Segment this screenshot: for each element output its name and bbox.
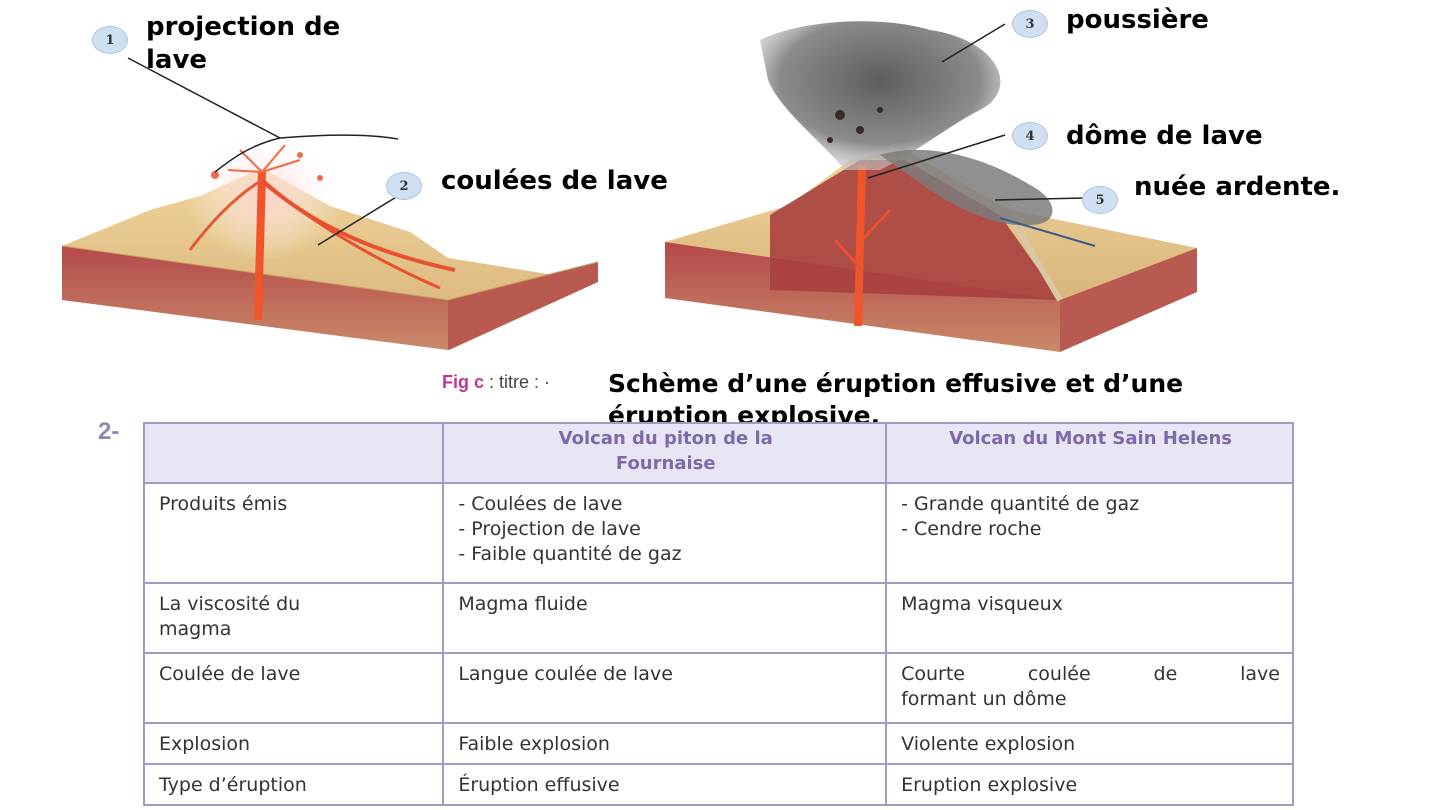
callout-badge-2: 2: [386, 172, 422, 200]
header-cell-piton-fournaise: Volcan du piton de la Fournaise: [442, 422, 888, 484]
figure-number: Fig c: [442, 372, 485, 392]
label-dome-de-lave: dôme de lave: [1066, 121, 1263, 151]
leader-lines: [127, 23, 1086, 246]
cell-saint-helens: Eruption explosive: [885, 763, 1294, 806]
cell-line: - Cendre roche: [901, 518, 1042, 540]
table-row: La viscosité du magma Magma fluide Magma…: [142, 582, 1294, 654]
cell-line: formant un dôme: [901, 688, 1067, 710]
cell-line: magma: [159, 618, 232, 640]
callout-badge-1: 1: [92, 26, 128, 54]
table-row: Explosion Faible explosion Violente expl…: [142, 722, 1294, 765]
section-number: 2-: [98, 418, 120, 445]
header-cell-empty: [142, 422, 445, 484]
cell-line: Courte coulée de lave: [901, 663, 1280, 685]
row-label: La viscosité du magma: [142, 582, 445, 654]
cell-fournaise: Magma fluide: [442, 582, 888, 654]
cell-fournaise: - Coulées de lave - Projection de lave -…: [442, 482, 888, 584]
label-line: lave: [146, 45, 208, 75]
header-line: Fournaise: [615, 453, 716, 474]
row-label: Coulée de lave: [142, 652, 445, 724]
cell-line: - Grande quantité de gaz: [901, 493, 1140, 515]
label-poussiere: poussière: [1066, 5, 1209, 35]
comparison-table: Volcan du piton de la Fournaise Volcan d…: [142, 422, 1294, 806]
cell-line: - Faible quantité de gaz: [458, 543, 682, 565]
volcano-diagram: [61, 21, 1197, 352]
label-projection-de-lave: projection de lave: [146, 11, 340, 77]
label-coulees-de-lave: coulées de lave: [441, 166, 668, 196]
cell-line: La viscosité du: [159, 593, 301, 615]
table-row: Type d’éruption Éruption effusive Erupti…: [142, 763, 1294, 806]
header-line: Volcan du piton de la: [558, 428, 773, 449]
row-label: Explosion: [142, 722, 445, 765]
callout-badge-3: 3: [1012, 10, 1048, 38]
callout-badge-4: 4: [1012, 122, 1048, 150]
row-label: Produits émis: [142, 482, 445, 584]
cell-saint-helens: - Grande quantité de gaz - Cendre roche: [885, 482, 1294, 584]
row-label: Type d’éruption: [142, 763, 445, 806]
cell-line: - Coulées de lave: [458, 493, 623, 515]
effusive-volcano-block: [61, 130, 599, 350]
cell-saint-helens: Courte coulée de lave formant un dôme: [885, 652, 1294, 724]
cell-fournaise: Faible explosion: [442, 722, 888, 765]
caption-prefix-text: : titre : ·: [484, 372, 551, 392]
table-header-row: Volcan du piton de la Fournaise Volcan d…: [142, 422, 1294, 484]
explosive-volcano-block: [665, 21, 1197, 352]
cell-saint-helens: Magma visqueux: [885, 582, 1294, 654]
figure-title: Schème d’une éruption effusive et d’une …: [608, 368, 1308, 432]
cell-saint-helens: Violente explosion: [885, 722, 1294, 765]
callout-badge-5: 5: [1082, 186, 1118, 214]
table-row: Produits émis - Coulées de lave - Projec…: [142, 482, 1294, 584]
cell-fournaise: Langue coulée de lave: [442, 652, 888, 724]
title-line: Schème d’une éruption effusive et d’une: [608, 369, 1184, 398]
label-nuee-ardente: nuée ardente.: [1134, 172, 1341, 202]
figure-caption-prefix: Fig c : titre : ·: [442, 372, 550, 393]
cell-line: - Projection de lave: [458, 518, 641, 540]
cell-fournaise: Éruption effusive: [442, 763, 888, 806]
table-row: Coulée de lave Langue coulée de lave Cou…: [142, 652, 1294, 724]
header-cell-mont-saint-helens: Volcan du Mont Sain Helens: [885, 422, 1294, 484]
label-line: projection de: [146, 12, 341, 42]
